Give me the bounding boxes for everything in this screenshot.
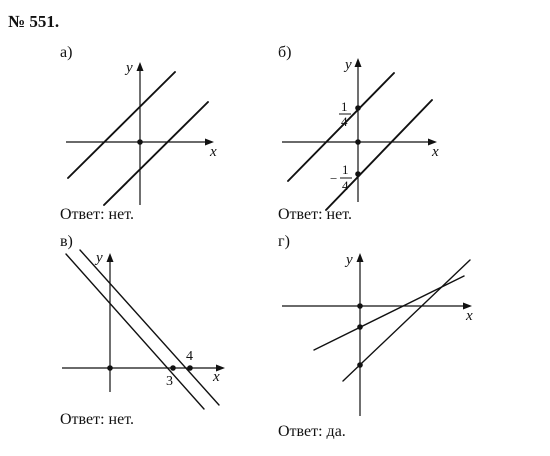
panel-c-x-label: x (212, 369, 220, 385)
panel-a-answer: Ответ: нет. (60, 206, 134, 223)
panel-a-origin-dot (137, 139, 143, 145)
panel-b-line-lower (325, 99, 433, 211)
panel-b-label: б) (278, 44, 291, 61)
panel-d-dot-upper (357, 324, 363, 330)
panel-b-line-upper (287, 72, 395, 182)
panel-c-dot-4 (187, 365, 193, 371)
panel-c-mark-3: 3 (166, 374, 173, 389)
panel-c-answer: Ответ: нет. (60, 411, 134, 428)
panel-b-origin-dot (355, 139, 361, 145)
panel-d-line-shallow (313, 275, 465, 351)
panel-c-y-label: y (94, 250, 103, 266)
problem-number: № 551. (8, 12, 59, 31)
panel-c-dot-3 (170, 365, 176, 371)
panel-b-dot-negative (355, 171, 361, 177)
panel-a-line-lower (103, 101, 209, 206)
panel-d-y-arrow (356, 253, 364, 262)
panel-a-y-label: y (124, 60, 133, 76)
panel-a-y-arrow (136, 62, 144, 71)
panel-d-dot-lower (357, 362, 363, 368)
panel-a-label: а) (60, 44, 72, 61)
panel-a: а) x y Ответ: нет. (60, 44, 217, 223)
panel-b-mark-negative-num: 1 (342, 162, 349, 177)
panel-b-x-label: x (431, 144, 439, 160)
panel-c-y-arrow (106, 253, 114, 262)
panel-d-y-label: y (344, 252, 353, 268)
panel-a-x-label: x (209, 144, 217, 160)
panel-d-label: г) (278, 233, 290, 250)
panel-b-mark-negative-den: 4 (342, 178, 349, 193)
panel-d-answer: Ответ: да. (278, 423, 346, 440)
panel-b-mark-positive-num: 1 (341, 99, 348, 114)
panel-c-mark-4: 4 (186, 349, 193, 364)
panel-d-origin-dot (357, 303, 363, 309)
panel-b-mark-positive: 1 4 (339, 99, 351, 129)
panel-c-label: в) (60, 233, 73, 250)
panel-b-y-label: y (343, 57, 352, 73)
panel-b-dot-positive (355, 105, 361, 111)
panel-c-x-arrow (216, 364, 225, 372)
panel-c-origin-dot (107, 365, 113, 371)
panel-d: г) x y Ответ: да. (278, 233, 473, 440)
panel-b-answer: Ответ: нет. (278, 206, 352, 223)
panel-b-mark-negative-sign: − (330, 171, 337, 186)
panel-a-line-upper (67, 71, 176, 179)
panel-c: в) x y 3 4 Ответ: нет. (60, 233, 225, 428)
panel-c-line-right (79, 249, 220, 406)
panel-c-line-left (65, 253, 205, 410)
panel-b-y-arrow (354, 58, 362, 67)
panel-d-line-steep (342, 259, 471, 382)
panel-b-mark-negative: − 1 4 (330, 162, 352, 193)
panel-d-x-label: x (465, 308, 473, 324)
panel-b: б) x y 1 4 − 1 4 Ответ: нет. (278, 44, 439, 223)
panel-b-mark-positive-den: 4 (341, 114, 348, 129)
panel-a-x-arrow (205, 138, 214, 146)
panel-b-x-arrow (428, 138, 437, 146)
panel-d-x-arrow (463, 302, 472, 310)
